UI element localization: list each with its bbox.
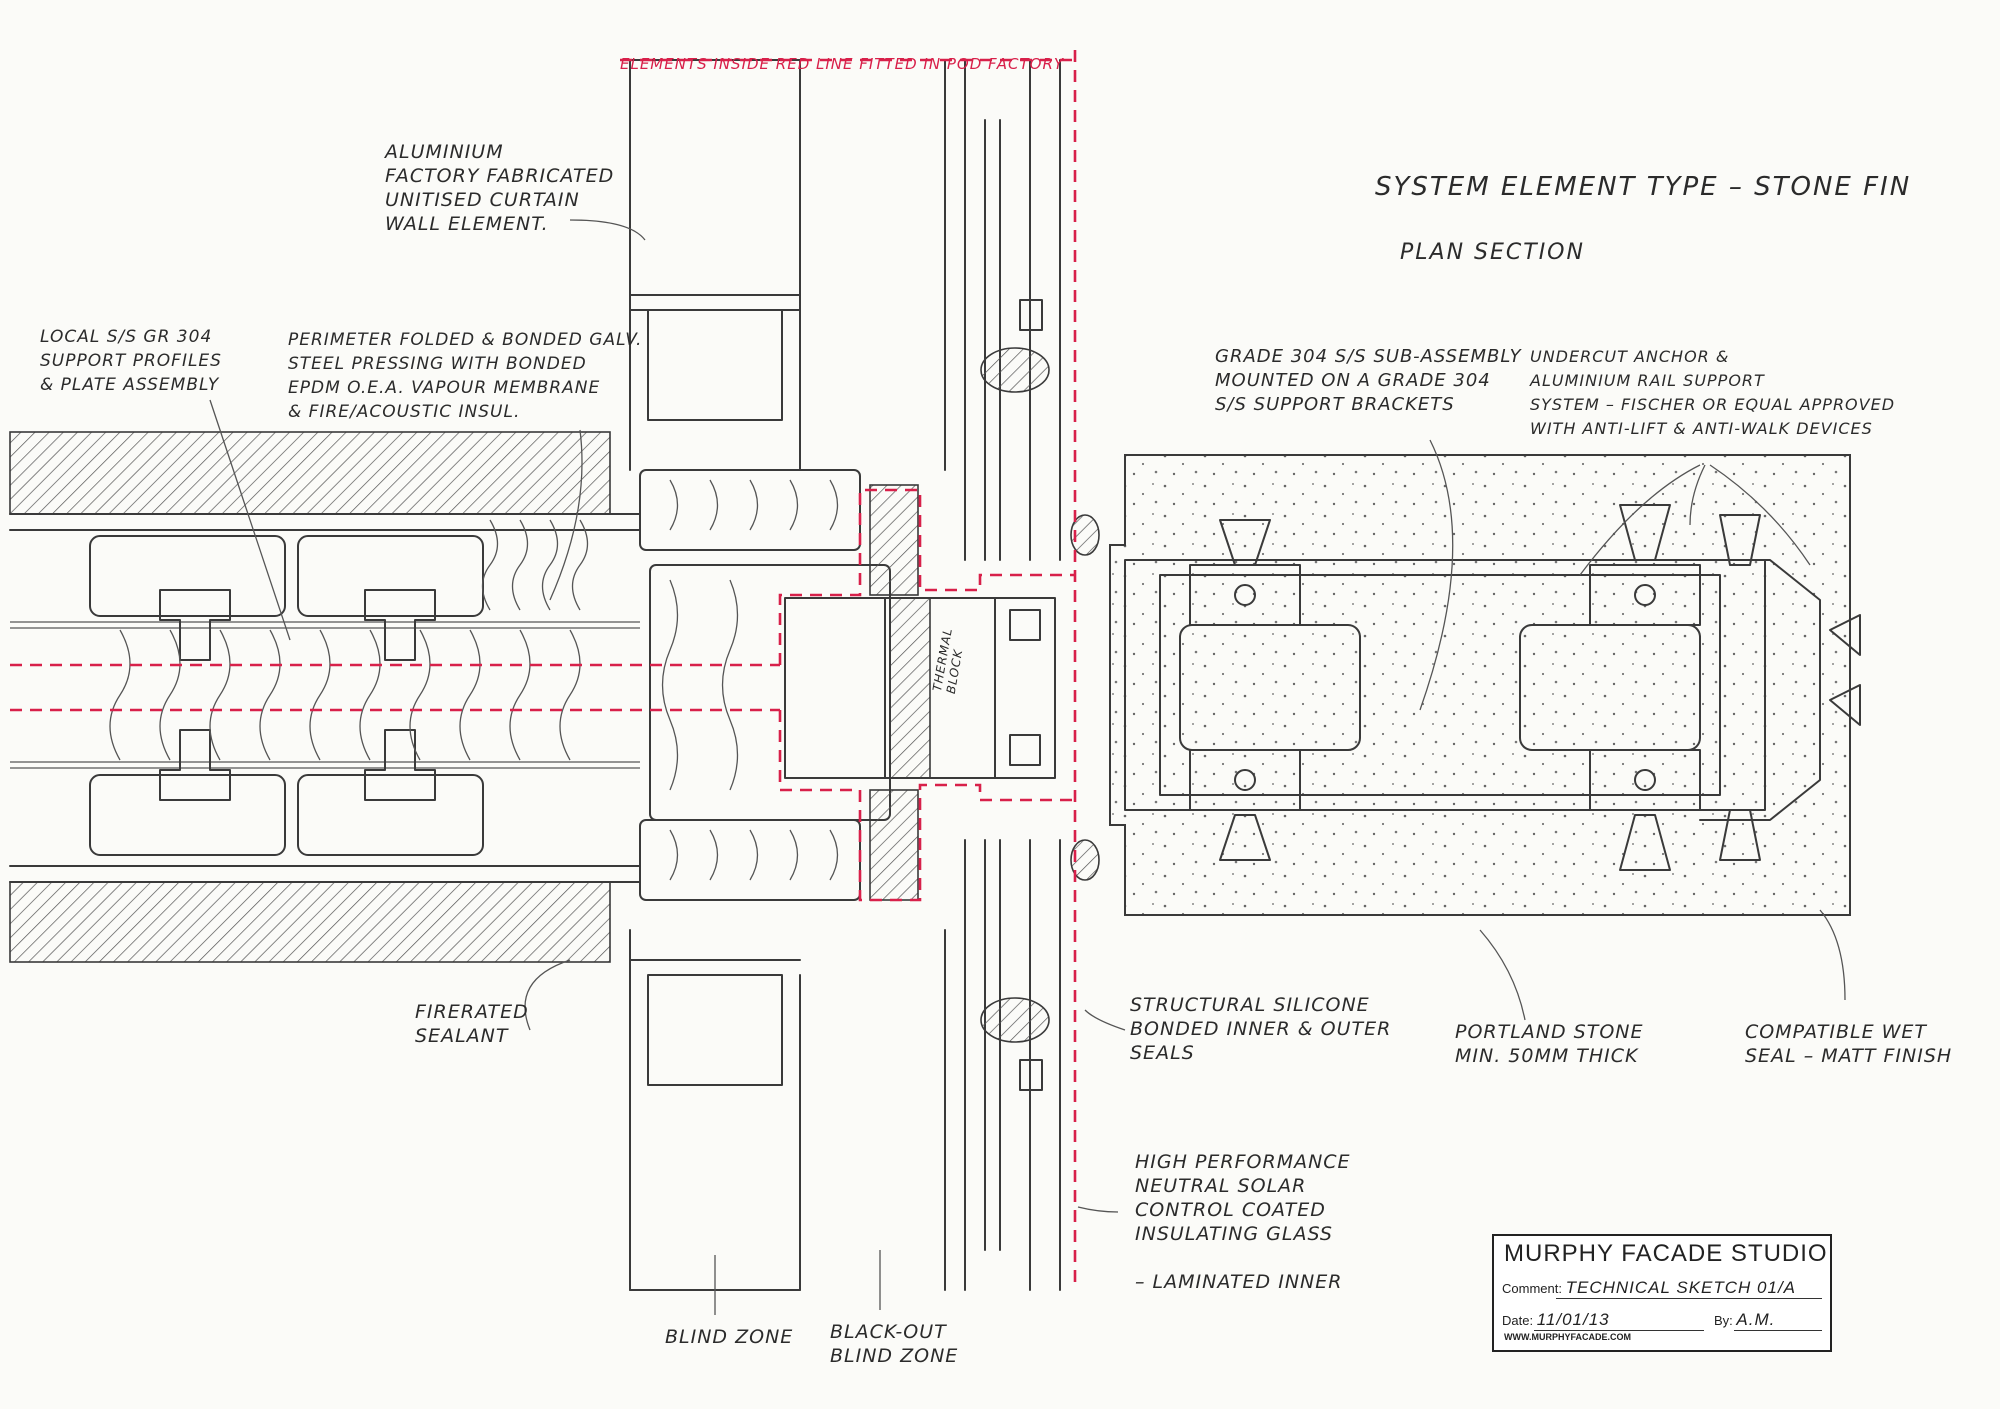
label-local-ss-profiles: LOCAL S/S GR 304 SUPPORT PROFILES & PLAT…: [40, 327, 222, 395]
label-undercut-anchor: UNDERCUT ANCHOR & ALUMINIUM RAIL SUPPORT…: [1530, 347, 1896, 438]
left-wall-assembly: [9, 431, 641, 963]
title-block: MURPHY FACADE STUDIO Comment: TECHNICAL …: [1492, 1234, 1832, 1352]
date-value: 11/01/13: [1536, 1310, 1610, 1329]
by-value: A.M.: [1736, 1310, 1776, 1329]
comment-value: TECHNICAL SKETCH 01/A: [1565, 1278, 1797, 1297]
label-firerated-sealant: FIRERATED SEALANT: [415, 1001, 529, 1047]
comment-row: Comment: TECHNICAL SKETCH 01/A: [1502, 1278, 1796, 1298]
curtain-wall-mullion: [629, 59, 1100, 1291]
label-grade304-subassembly: GRADE 304 S/S SUB-ASSEMBLY MOUNTED ON A …: [1215, 346, 1522, 415]
leader-lines: [209, 219, 1846, 1315]
label-insulating-glass: HIGH PERFORMANCE NEUTRAL SOLAR CONTROL C…: [1135, 1151, 1351, 1293]
studio-name: MURPHY FACADE STUDIO: [1504, 1240, 1828, 1267]
label-portland-stone: PORTLAND STONE MIN. 50MM THICK: [1455, 1021, 1644, 1067]
drawing-title: SYSTEM ELEMENT TYPE – STONE FIN: [1375, 172, 1912, 202]
stone-fin: [1109, 454, 1861, 916]
website: WWW.MURPHYFACADE.COM: [1504, 1332, 1631, 1342]
drawing-subtitle: PLAN SECTION: [1400, 240, 1585, 265]
factory-boundary-note: ELEMENTS INSIDE RED LINE FITTED IN POD F…: [620, 55, 1065, 73]
comment-label: Comment:: [1502, 1281, 1562, 1296]
date-row: Date: 11/01/13: [1502, 1310, 1610, 1330]
label-perimeter-pressing: PERIMETER FOLDED & BONDED GALV. STEEL PR…: [288, 330, 643, 422]
label-structural-silicone: STRUCTURAL SILICONE BONDED INNER & OUTER…: [1130, 994, 1392, 1064]
by-row: By: A.M.: [1714, 1310, 1775, 1330]
date-label: Date:: [1502, 1313, 1534, 1328]
label-blackout-blind-zone: BLACK-OUT BLIND ZONE: [830, 1321, 959, 1367]
pod-factory-boundary: [10, 50, 1077, 1290]
label-compatible-seal: COMPATIBLE WET SEAL – MATT FINISH: [1745, 1021, 1953, 1067]
by-label: By:: [1714, 1313, 1733, 1328]
label-aluminium-element: ALUMINIUM FACTORY FABRICATED UNITISED CU…: [385, 141, 615, 235]
label-blind-zone: BLIND ZONE: [665, 1326, 794, 1348]
